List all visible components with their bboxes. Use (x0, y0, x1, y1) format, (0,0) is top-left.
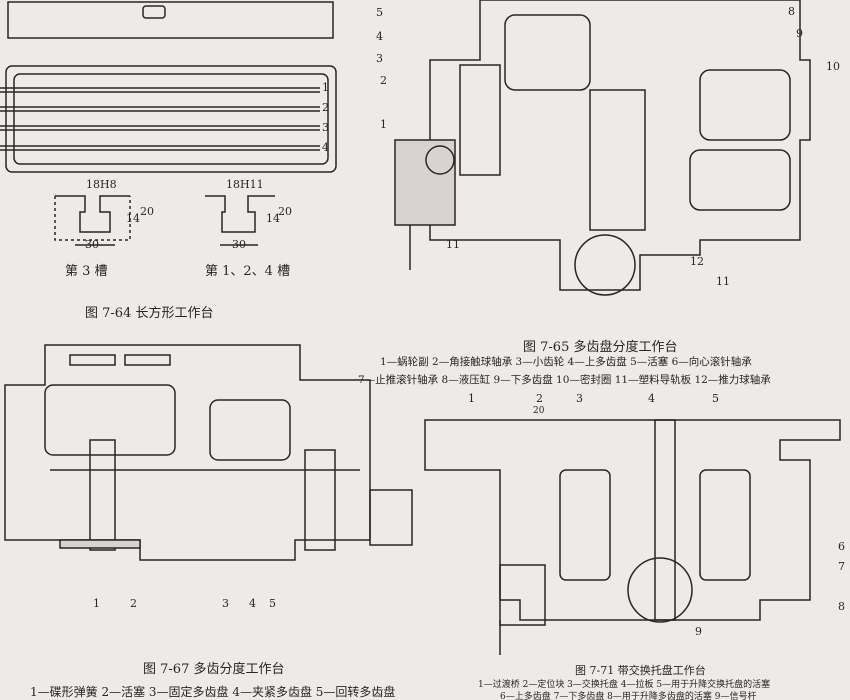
fig64-dim-14b: 14 (266, 212, 280, 225)
fig71-caption: 图 7-71 带交换托盘工作台 (575, 664, 706, 677)
fig71-label-1: 1 (468, 392, 475, 405)
fig71-dim-20: 20 (533, 406, 545, 416)
fig65-label-11: 11 (446, 238, 460, 251)
fig71-legend-2: 6—上多齿盘 7—下多齿盘 8—用于升降多齿盘的活塞 9—信号杆 (500, 692, 757, 700)
fig71-legend-1: 1—过渡桥 2—定位块 3—交换托盘 4—拉板 5—用于升降交换托盘的活塞 (478, 680, 771, 690)
fig64-label-2: 2 (322, 101, 329, 114)
fig64-fit-18h8: 18H8 (86, 178, 117, 191)
fig71-label-6: 6 (838, 540, 845, 553)
fig64-label-3: 3 (322, 121, 329, 134)
fig64-dim-30b: 30 (232, 238, 246, 251)
fig65-caption: 图 7-65 多齿盘分度工作台 (523, 340, 678, 355)
fig65-label-9: 9 (796, 27, 803, 40)
fig71-label-4: 4 (648, 392, 655, 405)
fig65-drawing (394, 0, 811, 296)
fig65-label-11b: 11 (716, 275, 730, 288)
fig64-slot-3: 第 3 槽 (65, 264, 108, 279)
fig64-label-4: 4 (322, 141, 329, 154)
fig64-dim-14: 14 (126, 212, 140, 225)
fig64-caption: 图 7-64 长方形工作台 (85, 306, 214, 321)
fig65-label-8: 8 (788, 5, 795, 18)
fig67-legend: 1—碟形弹簧 2—活塞 3—固定多齿盘 4—夹紧多齿盘 5—回转多齿盘 (30, 685, 396, 699)
fig65-label-4: 4 (376, 30, 383, 43)
fig65-label-3: 3 (376, 52, 383, 65)
fig64-fit-18h11: 18H11 (226, 178, 264, 191)
fig67-label-1: 1 (93, 597, 100, 610)
fig71-label-5: 5 (712, 392, 719, 405)
fig64-dim-20b: 20 (278, 205, 292, 218)
fig65-label-2: 2 (380, 74, 387, 87)
fig65-legend-2: 7—止推滚针轴承 8—液压缸 9—下多齿盘 10—密封圈 11—塑料导轨板 12… (358, 374, 771, 386)
fig64-dim-20: 20 (140, 205, 154, 218)
fig64-drawing (0, 1, 337, 246)
fig67-label-2: 2 (130, 597, 137, 610)
fig67-drawing (4, 344, 413, 561)
fig67-caption: 图 7-67 多齿分度工作台 (143, 662, 285, 677)
fig65-label-1: 1 (380, 118, 387, 131)
fig65-label-12: 12 (690, 255, 704, 268)
fig65-label-10: 10 (826, 60, 840, 73)
fig64-slot-124: 第 1、2、4 槽 (205, 264, 291, 279)
fig71-label-2: 2 (536, 392, 543, 405)
fig65-label-5: 5 (376, 6, 383, 19)
fig67-label-4: 4 (249, 597, 256, 610)
fig67-label-5: 5 (269, 597, 276, 610)
fig71-label-3: 3 (576, 392, 583, 405)
fig71-label-7: 7 (838, 560, 845, 573)
fig71-label-9: 9 (695, 625, 702, 638)
fig71-label-8: 8 (838, 600, 845, 613)
fig67-label-3: 3 (222, 597, 229, 610)
fig64-label-1: 1 (322, 81, 329, 94)
fig65-legend-1: 1—蜗轮副 2—角接触球轴承 3—小齿轮 4—上多齿盘 5—活塞 6—向心滚针轴… (380, 356, 752, 368)
fig64-dim-30: 30 (85, 238, 99, 251)
fig71-drawing (424, 419, 841, 655)
